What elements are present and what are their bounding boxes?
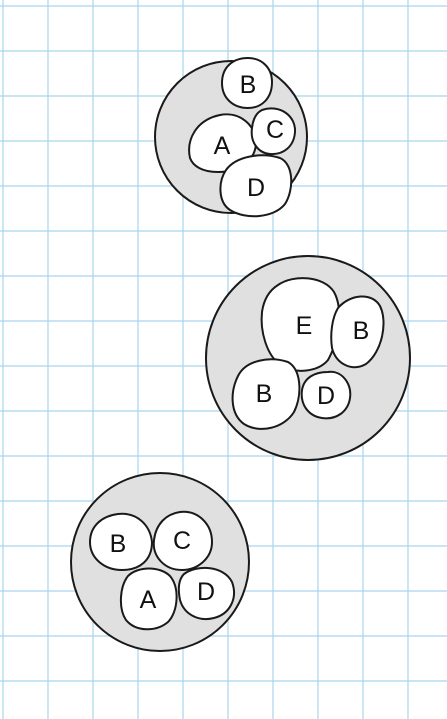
colony-3-cell-4-label: D <box>197 578 215 606</box>
colony-3-cell-1-label: B <box>110 530 127 558</box>
colony-2-cell-3: B <box>233 359 300 429</box>
colony-2-cell-1-label: E <box>296 312 313 340</box>
colony-3-cell-2: C <box>154 512 212 570</box>
colony-1-cell-1: B <box>222 58 272 108</box>
colony-2-cell-4-label: D <box>317 382 335 410</box>
colony-1-cell-1-label: B <box>240 71 257 99</box>
colony-1-cell-4: D <box>220 155 291 216</box>
colony-1-cell-2-label: A <box>214 132 231 160</box>
colony-2-cell-4: D <box>302 372 351 418</box>
colony-3-cell-3: A <box>121 569 177 630</box>
colony-3-cell-3-label: A <box>140 586 157 614</box>
colony-3-cell-1: B <box>90 514 152 570</box>
colony-2-cell-2-label: B <box>353 317 370 345</box>
colony-1-cell-3-label: C <box>266 116 284 144</box>
colony-3-cell-4: D <box>179 568 234 619</box>
colony-1-cell-3: C <box>252 108 295 154</box>
colony-3-cell-2-label: C <box>173 527 191 555</box>
colony-2-cell-3-label: B <box>256 380 273 408</box>
colony-1: B A C D <box>155 58 307 216</box>
colony-2-cell-1: E <box>262 278 340 371</box>
colony-1-cell-4-label: D <box>247 174 265 202</box>
colony-3: B C A D <box>71 473 249 651</box>
colony-2: E B B D <box>206 256 410 460</box>
